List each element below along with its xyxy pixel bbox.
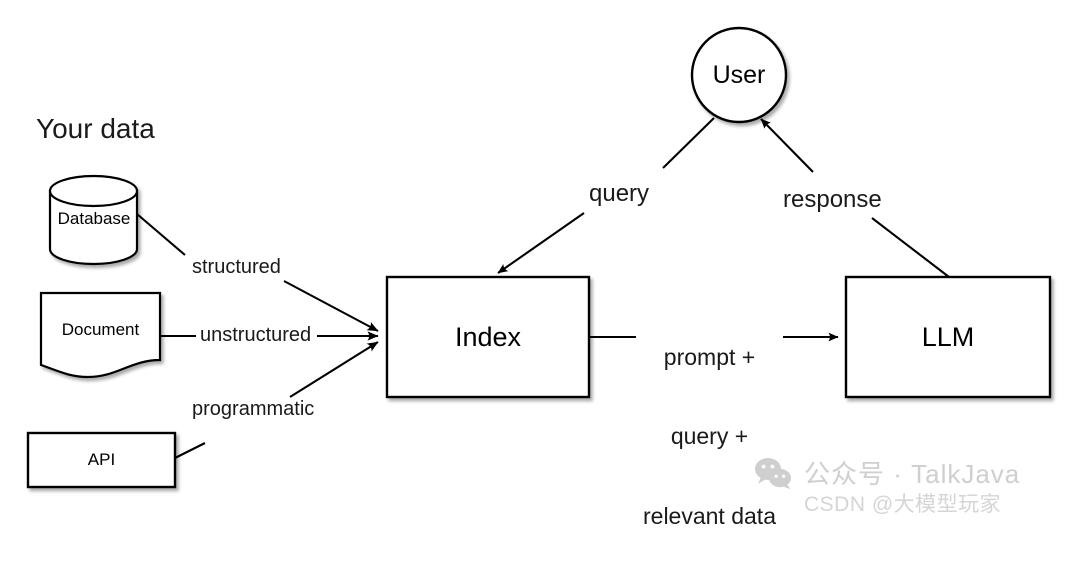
diagram-canvas: Your data Database Document API Index LL… xyxy=(26,26,1072,529)
edge-label-structured: structured xyxy=(192,256,281,278)
edge-query-tail xyxy=(497,212,585,274)
prompt-label-line2: query + xyxy=(670,423,749,450)
node-database-shape xyxy=(48,174,139,266)
watermark: 公众号 · TalkJava CSDN @大模型玩家 xyxy=(742,452,1072,518)
edge-response-head xyxy=(871,217,950,278)
watermark-text-secondary: CSDN @大模型玩家 xyxy=(804,493,1002,516)
node-document-shape xyxy=(39,291,162,379)
page-title: Your data xyxy=(36,113,155,144)
edge-structured xyxy=(136,213,186,256)
edge-programmatic-head xyxy=(174,442,206,459)
edge-label-query: query xyxy=(589,180,650,207)
wechat-icon xyxy=(755,457,791,489)
watermark-text-primary: 公众号 · TalkJava xyxy=(804,459,1021,489)
node-user-shape xyxy=(690,26,788,124)
node-index-shape xyxy=(385,275,591,399)
edge-response-tail xyxy=(760,118,814,173)
edge-label-prompt-query-data: prompt + query + relevant data xyxy=(627,291,792,582)
diagram-vector-layer xyxy=(26,26,1052,489)
edge-structured-tail xyxy=(283,280,379,332)
edge-programmatic-tail xyxy=(289,341,379,398)
edge-label-programmatic: programmatic xyxy=(192,398,315,420)
watermark-row-primary: 公众号 · TalkJava xyxy=(754,454,1020,491)
node-llm-shape xyxy=(844,275,1052,399)
edge-label-response: response xyxy=(783,186,882,213)
node-api-shape xyxy=(26,431,177,489)
edge-label-unstructured: unstructured xyxy=(200,324,312,346)
edge-query-head xyxy=(662,117,715,169)
prompt-label-line1: prompt + xyxy=(663,343,756,370)
